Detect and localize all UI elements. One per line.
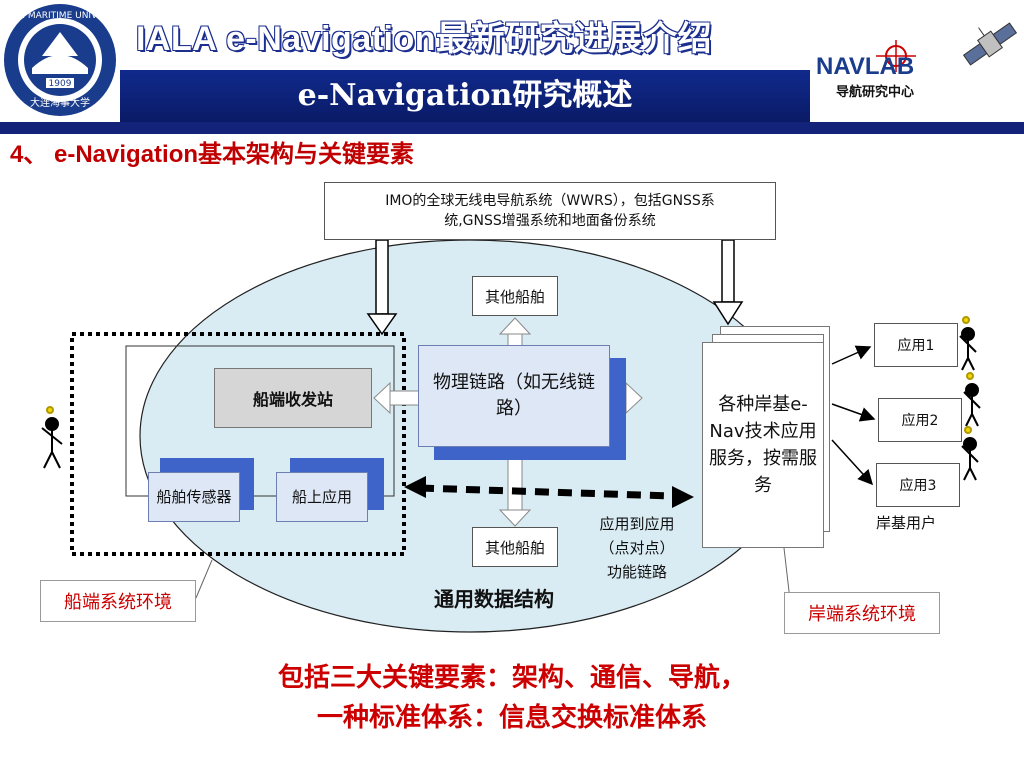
shore-user-icon-1 — [959, 316, 977, 371]
satellite-icon — [962, 22, 1018, 66]
arrow-to-other-ship-top — [498, 317, 532, 347]
ship-user-icon — [41, 406, 63, 469]
imo-wwrs-box: IMO的全球无线电导航系统（WWRS），包括GNSS系 统,GNSS增强系统和地… — [324, 182, 776, 240]
page-subtitle: e-Navigation研究概述 — [297, 78, 633, 113]
navlab-cn: 导航研究中心 — [836, 84, 914, 100]
arrow-to-other-ship-bottom — [498, 449, 532, 527]
imo-down-arrow-right — [712, 239, 744, 326]
arrow-to-app1 — [831, 345, 872, 365]
app-to-app-line1: 应用到应用 — [599, 515, 675, 533]
navlab-logo: NAVLAB 导航研究中心 — [816, 40, 916, 100]
imo-box-line1: IMO的全球无线电导航系统（WWRS），包括GNSS系 — [385, 193, 715, 209]
ship-env-boundary — [70, 332, 406, 556]
arrow-to-app2 — [831, 403, 876, 422]
app1-box: 应用1 — [874, 323, 958, 367]
app-to-app-line2: （点对点） — [599, 539, 675, 557]
ship-system-frame — [125, 345, 395, 497]
app-to-app-arrow-right — [672, 486, 694, 508]
summary-line-2: 一种标准体系：信息交换标准体系 — [316, 703, 707, 733]
navlab-text: NAVLAB — [816, 53, 914, 80]
shore-users-label: 岸基用户 — [876, 514, 937, 532]
shore-env-leader — [783, 547, 791, 601]
app2-box: 应用2 — [878, 398, 962, 442]
shore-user-icon-3 — [961, 426, 979, 481]
ship-sensor-box: 船舶传感器 — [148, 472, 240, 522]
page-title: IALA e-Navigation最新研究进展介绍 — [136, 20, 713, 58]
subtitle-strip — [120, 70, 810, 122]
arrow-to-transceiver — [373, 381, 421, 415]
university-logo: DALIAN MARITIME UNIVERSITY 大连海事大学 1909 — [2, 4, 118, 116]
physical-link-box: 物理链路（如无线链路） — [418, 345, 610, 447]
ship-transceiver-box: 船端收发站 — [214, 368, 372, 428]
other-ship-bottom-box: 其他船舶 — [472, 527, 558, 567]
onboard-app-box: 船上应用 — [276, 472, 368, 522]
imo-down-arrow-left — [366, 239, 398, 336]
app-to-app-arrow-left — [404, 476, 426, 498]
shore-services-box: 各种岸基e-Nav技术应用服务，按需服务 — [702, 342, 824, 548]
logo-cn: 大连海事大学 — [30, 96, 90, 109]
arrow-to-app3 — [831, 439, 874, 486]
app-to-app-label: 应用到应用 （点对点） 功能链路 — [582, 512, 692, 584]
app-to-app-line3: 功能链路 — [606, 563, 667, 581]
ship-env-label: 船端系统环境 — [40, 580, 196, 622]
common-data-label: 通用数据结构 — [434, 587, 554, 611]
other-ship-top-box: 其他船舶 — [472, 276, 558, 316]
shore-env-label: 岸端系统环境 — [784, 592, 940, 634]
ship-env-leader — [195, 559, 213, 599]
app3-box: 应用3 — [876, 463, 960, 507]
imo-box-line2: 统,GNSS增强系统和地面备份系统 — [444, 213, 656, 229]
summary-line-1: 包括三大关键要素：架构、通信、导航， — [277, 663, 746, 693]
logo-text: DALIAN MARITIME UNIVERSITY — [2, 11, 118, 21]
shore-user-icon-2 — [963, 372, 981, 427]
section-heading: 4、 e-Navigation基本架构与关键要素 — [10, 141, 415, 168]
header-divider — [0, 122, 1024, 134]
app-to-app-link — [419, 484, 673, 500]
logo-year: 1909 — [49, 79, 72, 89]
